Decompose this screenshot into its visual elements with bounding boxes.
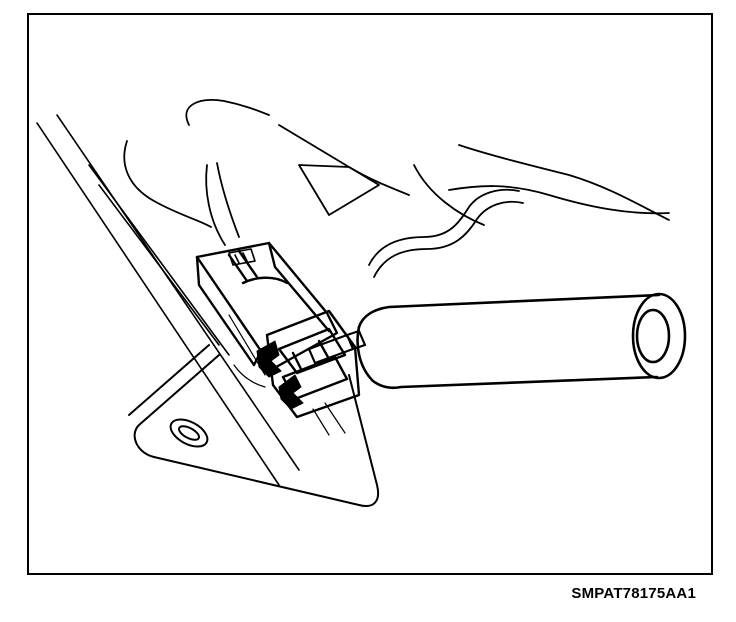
shading-strokes (228, 314, 346, 436)
bracket-slot-hole (169, 418, 209, 448)
housing-label-plate (228, 248, 256, 266)
connector-illustration (36, 99, 687, 507)
mounting-bracket (128, 344, 379, 507)
figure-frame (27, 13, 713, 575)
body-contours (123, 99, 670, 246)
connector-terminal-face (265, 309, 361, 419)
figure-reference-code: SMPAT78175AA1 (571, 585, 696, 602)
bracket-edge (368, 188, 524, 278)
mounting-panel (36, 114, 300, 486)
screwdriver-handle (356, 292, 687, 390)
